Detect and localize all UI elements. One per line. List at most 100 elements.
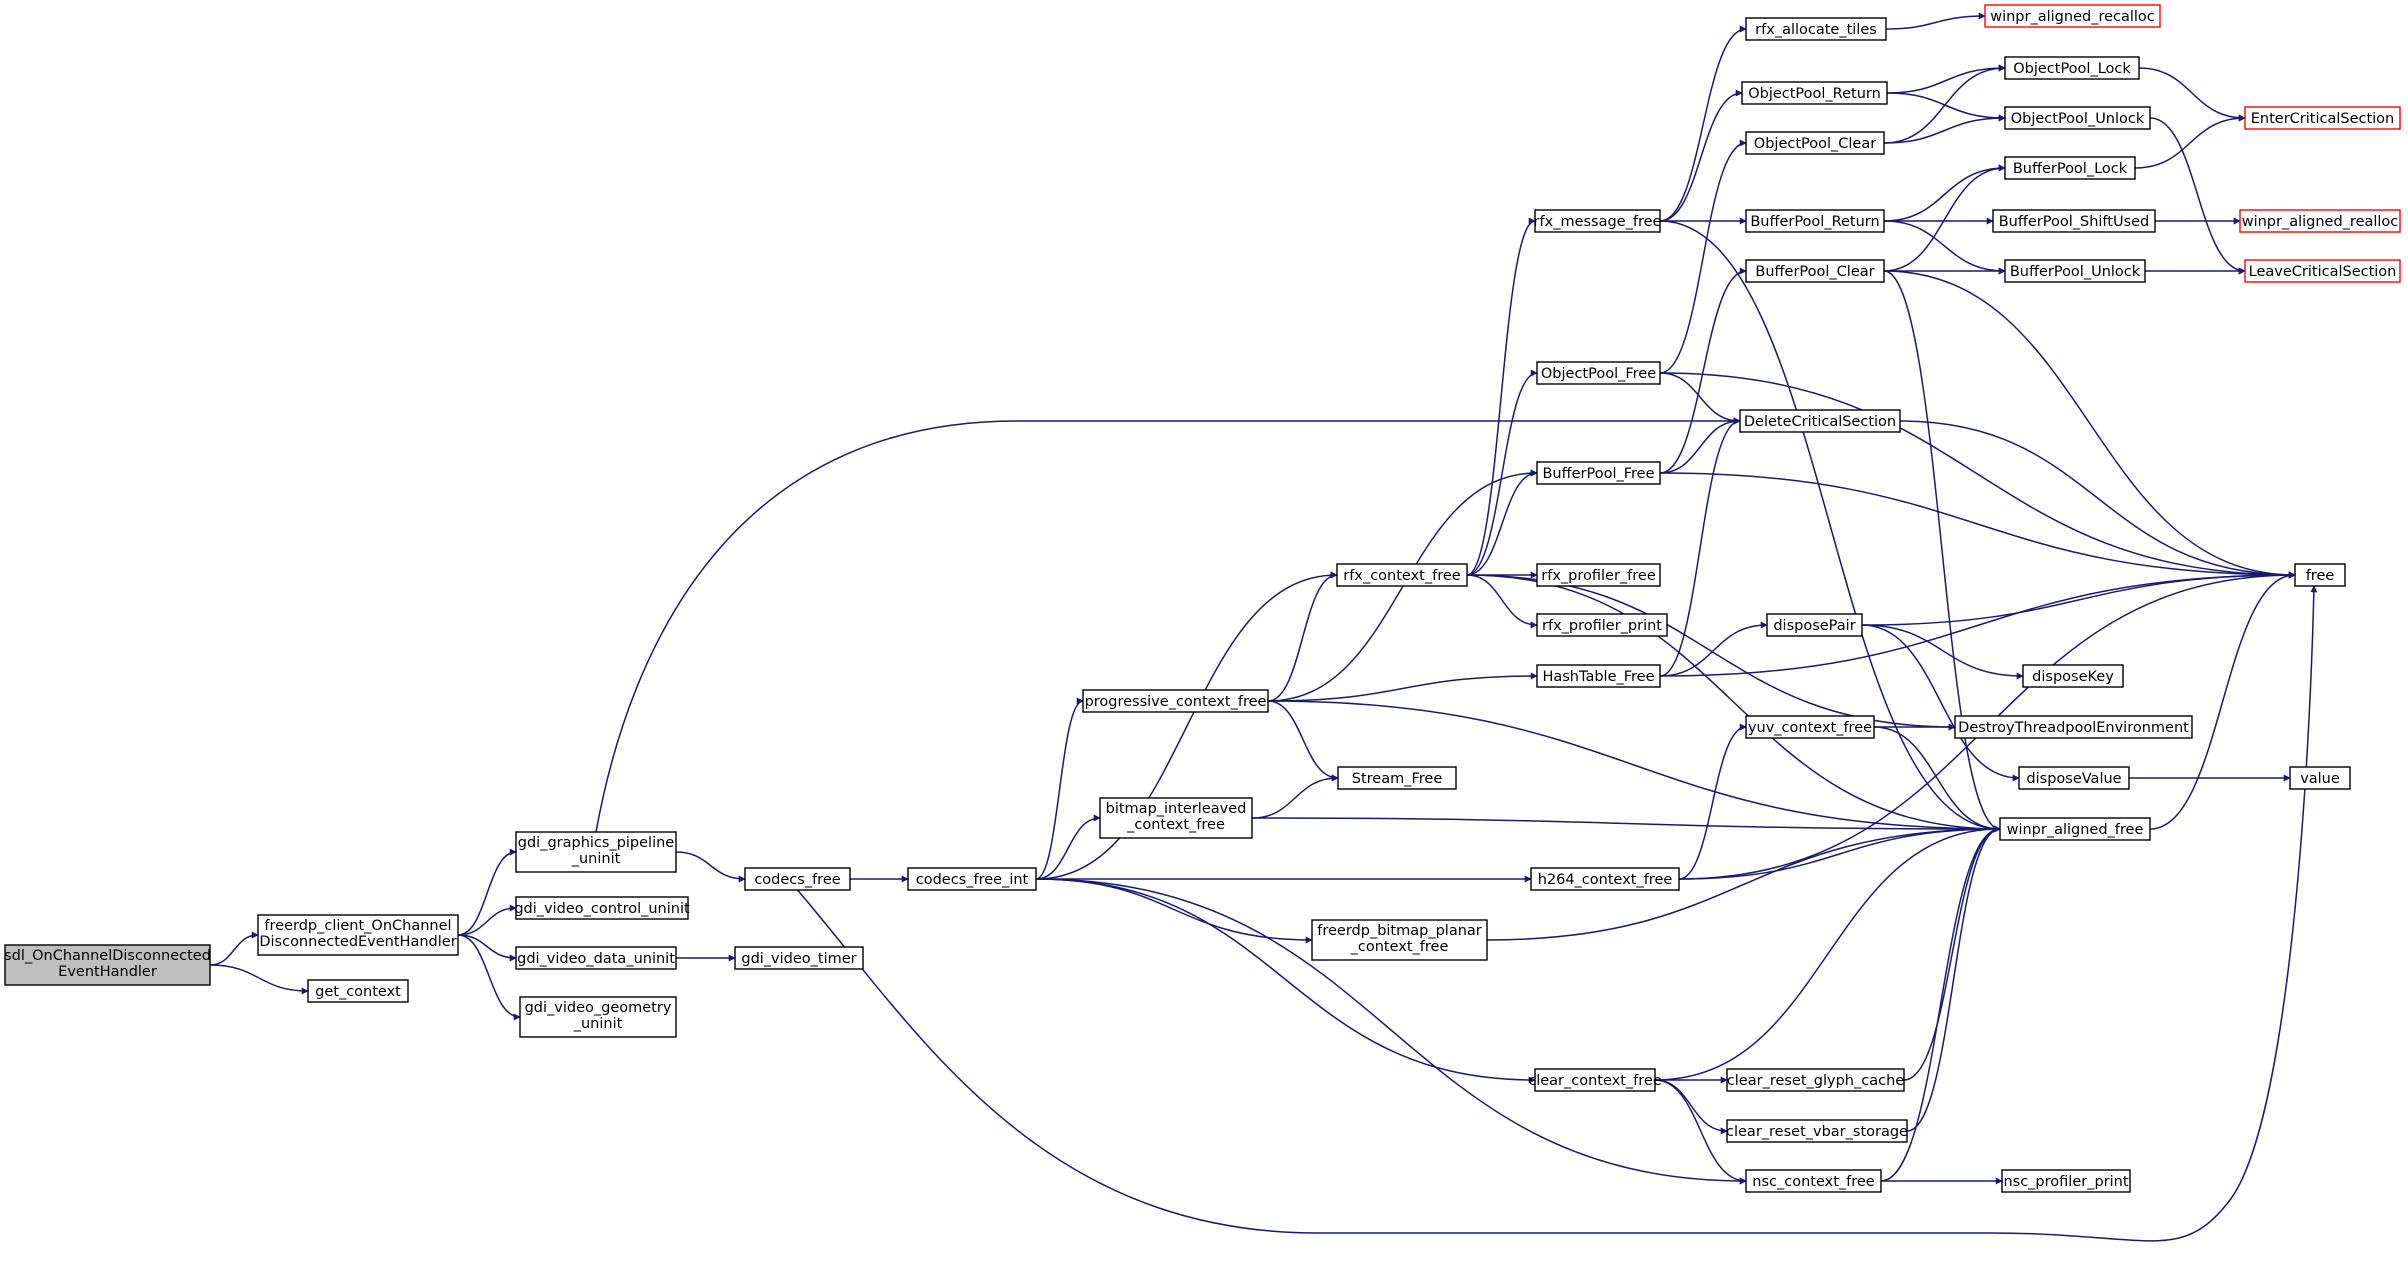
node-label: EnterCriticalSection [2251,111,2395,127]
node-box [1099,797,1253,839]
node-rfx-alloc[interactable]: rfx_allocate_tiles [1745,17,1887,41]
node-bmp-inter[interactable]: bitmap_interleaved_context_free [1099,797,1253,839]
node-box [515,896,689,920]
node-rfx-prof-free[interactable]: rfx_profiler_free [1536,563,1661,587]
node-box [1536,361,1661,385]
node-label: HashTable_Free [1542,669,1654,685]
edge-codecs-free-int-to-bmp-planar [1035,878,1313,944]
node-bufpool-ret[interactable]: BufferPool_Return [1745,209,1885,233]
node-free[interactable]: free [2294,563,2346,587]
node-dispose-pair[interactable]: disposePair [1766,613,1863,637]
node-value[interactable]: value [2289,766,2351,790]
node-destroy-tp[interactable]: DestroyThreadpoolEnvironment [1954,715,2193,739]
edge-root-to-get-context [209,964,309,995]
node-enter-cs[interactable]: EnterCriticalSection [2244,106,2401,130]
node-client-disc[interactable]: freerdp_client_OnChannelDisconnectedEven… [257,914,459,956]
node-box [2004,56,2140,80]
node-label: rfx_allocate_tiles [1755,22,1877,38]
node-recalloc[interactable]: winpr_aligned_recalloc [1984,4,2161,28]
node-objpool-ret[interactable]: ObjectPool_Return [1741,81,1888,105]
node-dispose-value[interactable]: disposeValue [2018,766,2130,790]
node-box [734,946,864,970]
edge-rfx-msg-free-to-winpr-free [1659,220,2001,833]
node-bufpool-unlock[interactable]: BufferPool_Unlock [2004,259,2146,283]
node-label: gdi_graphics_pipeline [518,835,675,851]
edge-dispose-pair-to-dispose-key [1861,624,2024,680]
node-label: nsc_context_free [1752,1174,1875,1190]
node-box [1536,613,1668,637]
node-clear-glyph[interactable]: clear_reset_glyph_cache [1726,1068,1905,1092]
edge-winpr-free-to-free [2149,571,2296,830]
node-objpool-clear[interactable]: ObjectPool_Clear [1745,131,1885,155]
node-del-cs[interactable]: DeleteCriticalSection [1739,409,1901,433]
node-label: ObjectPool_Lock [2013,61,2131,77]
edge-rfx-ctx-free-to-rfx-msg-free [1466,217,1536,576]
node-winpr-free[interactable]: winpr_aligned_free [1999,817,2151,841]
node-label: BufferPool_Clear [1755,264,1874,280]
node-box [1311,919,1488,961]
edge-dispose-pair-to-dispose-value [1861,624,2020,782]
node-vid-geom[interactable]: gdi_video_geometry_uninit [519,996,677,1038]
node-clear-vbar[interactable]: clear_reset_vbar_storage [1726,1119,1908,1143]
node-get-context[interactable]: get_context [307,979,409,1003]
node-dispose-key[interactable]: disposeKey [2022,664,2124,688]
node-prog-free[interactable]: progressive_context_free [1082,689,1269,713]
node-label: ObjectPool_Return [1748,86,1881,102]
node-objpool-unlock[interactable]: ObjectPool_Unlock [2004,106,2151,130]
node-rfx-ctx-free[interactable]: rfx_context_free [1336,563,1468,587]
node-bufpool-free[interactable]: BufferPool_Free [1536,461,1661,485]
node-label: freerdp_bitmap_planar [1317,923,1482,939]
node-box [1741,81,1888,105]
edge-rfx-ctx-free-to-objpool-free [1466,369,1538,576]
node-codecs-free[interactable]: codecs_free [744,867,851,891]
node-gfx-uninit[interactable]: gdi_graphics_pipeline_uninit [515,831,677,873]
node-rfx-prof-print[interactable]: rfx_profiler_print [1536,613,1668,637]
node-bufpool-clear[interactable]: BufferPool_Clear [1745,259,1885,283]
edge-h264-free-to-yuv-free [1678,723,1747,880]
node-label: disposeValue [2026,771,2121,787]
node-hash-free[interactable]: HashTable_Free [1536,664,1661,688]
node-bufpool-lock[interactable]: BufferPool_Lock [2004,156,2136,180]
node-leave-cs[interactable]: LeaveCriticalSection [2244,259,2401,283]
node-box [1082,689,1269,713]
edge-codecs-free-int-to-rfx-ctx-free [1035,571,1338,880]
node-box [1954,715,2193,739]
node-label: _context_free [1350,939,1449,955]
node-bufpool-shift[interactable]: BufferPool_ShiftUsed [1992,209,2156,233]
node-codecs-free-int[interactable]: codecs_free_int [907,867,1037,891]
node-box [1536,461,1661,485]
node-h264-free[interactable]: h264_context_free [1530,867,1680,891]
node-label: _uninit [573,1016,623,1032]
node-vid-ctrl[interactable]: gdi_video_control_uninit [514,896,690,920]
node-box [1739,409,1901,433]
node-nsc-prof-print[interactable]: nsc_profiler_print [2001,1169,2131,1193]
edge-codecs-free-int-to-bmp-inter [1035,814,1101,880]
node-bmp-planar[interactable]: freerdp_bitmap_planar_context_free [1311,919,1488,961]
node-objpool-free[interactable]: ObjectPool_Free [1536,361,1661,385]
node-objpool-lock[interactable]: ObjectPool_Lock [2004,56,2140,80]
node-box [1534,209,1661,233]
node-box [1745,259,1885,283]
node-label: freerdp_client_OnChannel [264,918,451,934]
node-label: DestroyThreadpoolEnvironment [1958,720,2189,736]
edge-gfx-uninit-to-codecs-free [675,851,746,883]
node-nsc-free[interactable]: nsc_context_free [1745,1169,1882,1193]
node-clear-free[interactable]: clear_context_free [1528,1068,1662,1092]
edge-hash-free-to-dispose-pair [1659,621,1768,677]
node-vid-timer[interactable]: gdi_video_timer [734,946,864,970]
node-vid-data[interactable]: gdi_video_data_uninit [515,946,677,970]
node-yuv-free[interactable]: yuv_context_free [1745,715,1875,739]
node-stream-free[interactable]: Stream_Free [1337,766,1457,790]
node-label: BufferPool_Unlock [2010,264,2141,280]
node-label: gdi_video_data_uninit [517,951,675,967]
edge-bufpool-ret-to-bufpool-unlock [1883,220,2006,275]
edge-nsc-free-to-winpr-free [1880,825,2001,1182]
node-rfx-msg-free[interactable]: rfx_message_free [1534,209,1662,233]
node-label: winpr_aligned_recalloc [1990,9,2155,25]
node-label: disposeKey [2032,669,2114,685]
node-label: bitmap_interleaved [1106,801,1247,817]
edge-clear-free-to-nsc-free [1654,1079,1747,1185]
node-realloc[interactable]: winpr_aligned_realloc [2239,209,2401,233]
